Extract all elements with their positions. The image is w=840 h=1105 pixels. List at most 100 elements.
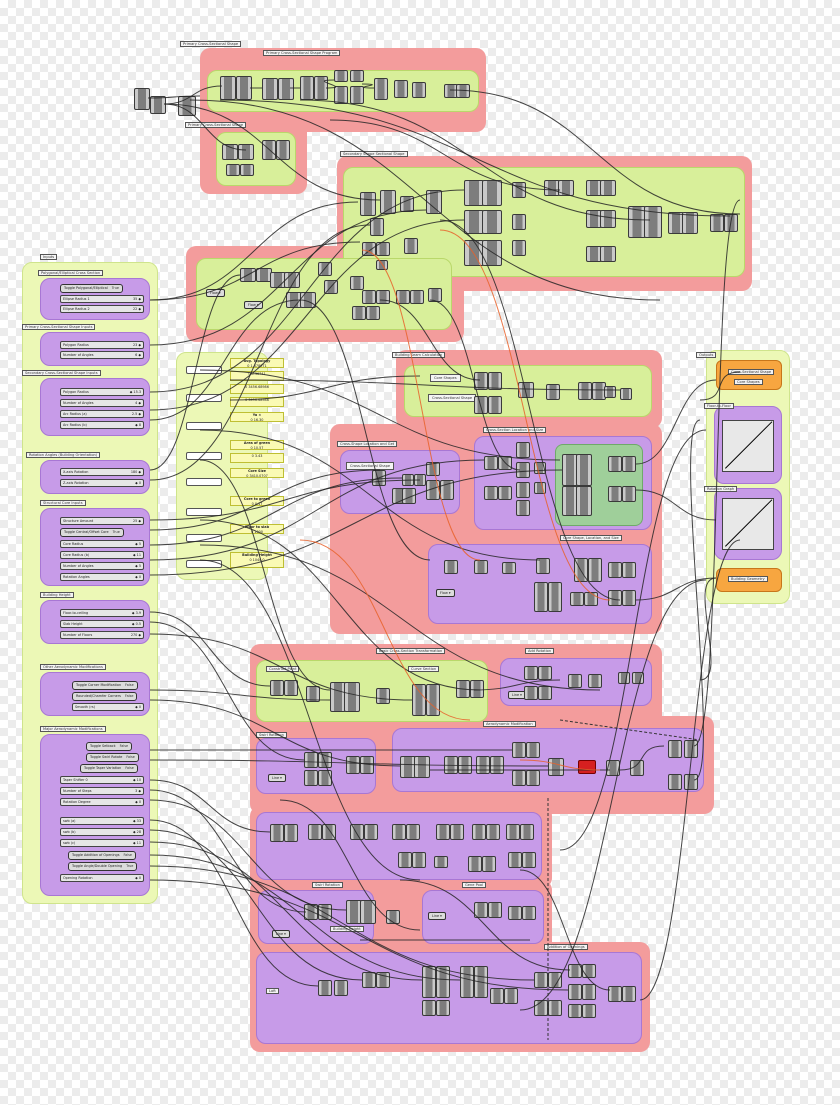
- component-node[interactable]: [622, 590, 636, 606]
- component-node[interactable]: [516, 500, 530, 516]
- component-node[interactable]: [262, 78, 278, 100]
- component-node[interactable]: [608, 562, 622, 578]
- component-node[interactable]: [684, 774, 698, 790]
- component-node[interactable]: [376, 290, 390, 304]
- component-node[interactable]: [402, 488, 416, 504]
- component-node[interactable]: [474, 902, 488, 918]
- component-node[interactable]: [534, 482, 546, 494]
- component-node[interactable]: [366, 306, 380, 320]
- component-node[interactable]: [392, 824, 406, 840]
- component-node[interactable]: [668, 740, 682, 758]
- component-node[interactable]: [470, 680, 484, 698]
- param-node[interactable]: [186, 366, 222, 374]
- component-node[interactable]: [428, 288, 442, 302]
- component-node[interactable]: [436, 824, 450, 840]
- param-node[interactable]: [186, 534, 222, 542]
- input-block-2[interactable]: [40, 332, 150, 366]
- component-node[interactable]: [400, 196, 414, 212]
- component-node[interactable]: [350, 276, 364, 290]
- component-node[interactable]: [300, 76, 314, 100]
- component-node[interactable]: [222, 144, 238, 160]
- component-node[interactable]: [150, 96, 166, 114]
- component-node[interactable]: [608, 590, 622, 606]
- graph-mapper[interactable]: [722, 420, 774, 472]
- component-node[interactable]: [622, 486, 636, 502]
- slider-input[interactable]: Arc Radius (b)◆ 8: [60, 421, 144, 429]
- component-node[interactable]: [334, 70, 348, 82]
- component-node[interactable]: [622, 986, 636, 1002]
- component-node[interactable]: [426, 190, 442, 214]
- component-node[interactable]: [512, 770, 526, 786]
- component-node[interactable]: [710, 214, 724, 232]
- component-node[interactable]: [484, 456, 498, 470]
- component-node[interactable]: [682, 212, 698, 234]
- component-node[interactable]: [456, 680, 470, 698]
- slider-input[interactable]: Z-axis Rotation◆ 0: [60, 479, 144, 487]
- component-node[interactable]: [534, 462, 546, 474]
- component-node[interactable]: [410, 290, 424, 304]
- slider-input[interactable]: Arc Radius (a)2.5 ◆: [60, 410, 144, 418]
- component-node[interactable]: [568, 1004, 582, 1018]
- component-node[interactable]: [464, 180, 484, 206]
- component-node[interactable]: [576, 486, 592, 516]
- param-node[interactable]: [186, 422, 222, 430]
- component-node[interactable]: [374, 78, 388, 100]
- component-node[interactable]: [644, 206, 662, 238]
- component-node[interactable]: [396, 290, 410, 304]
- component-node[interactable]: [534, 1000, 548, 1016]
- component-node[interactable]: [318, 262, 332, 276]
- component-node[interactable]: [508, 906, 522, 920]
- component-node[interactable]: [482, 210, 502, 234]
- component-node[interactable]: [412, 82, 426, 98]
- error-component-node[interactable]: [578, 760, 596, 774]
- component-node[interactable]: [352, 306, 366, 320]
- component-node[interactable]: [346, 756, 360, 774]
- component-node[interactable]: [276, 140, 290, 160]
- component-node[interactable]: [484, 486, 498, 500]
- component-node[interactable]: [506, 824, 520, 840]
- component-node[interactable]: [522, 906, 536, 920]
- component-node[interactable]: [584, 592, 598, 606]
- component-node[interactable]: [476, 756, 490, 774]
- component-node[interactable]: [498, 486, 512, 500]
- component-node[interactable]: [582, 1004, 596, 1018]
- component-node[interactable]: [324, 280, 338, 294]
- component-node[interactable]: [526, 770, 540, 786]
- component-node[interactable]: [632, 672, 644, 684]
- component-node[interactable]: [412, 684, 426, 716]
- param-node[interactable]: [186, 394, 222, 402]
- component-node[interactable]: [284, 680, 298, 696]
- component-node[interactable]: [386, 910, 400, 924]
- component-node[interactable]: [236, 76, 252, 100]
- param-construct-point[interactable]: Construct Point: [266, 666, 300, 673]
- slider-input[interactable]: Rotation Angles◆ 0: [60, 573, 144, 581]
- component-node[interactable]: [578, 382, 592, 400]
- component-node[interactable]: [308, 824, 322, 840]
- param-loft[interactable]: Loft: [266, 988, 279, 995]
- component-node[interactable]: [270, 680, 284, 696]
- component-node[interactable]: [360, 192, 376, 216]
- component-node[interactable]: [574, 558, 588, 582]
- component-node[interactable]: [238, 144, 254, 160]
- component-node[interactable]: [604, 386, 616, 398]
- component-node[interactable]: [178, 96, 196, 116]
- component-node[interactable]: [376, 260, 388, 270]
- component-node[interactable]: [622, 456, 636, 472]
- slider-input[interactable]: Rotation Degree◆ 0: [60, 798, 144, 806]
- component-node[interactable]: [576, 454, 592, 486]
- component-node[interactable]: [490, 756, 504, 774]
- component-node[interactable]: [482, 856, 496, 872]
- component-node[interactable]: [518, 382, 534, 398]
- value-list[interactable]: Flow ▾: [206, 289, 225, 297]
- component-node[interactable]: [600, 210, 616, 228]
- component-node[interactable]: [512, 214, 526, 230]
- component-node[interactable]: [278, 78, 294, 100]
- component-node[interactable]: [536, 558, 550, 574]
- component-node[interactable]: [460, 966, 474, 998]
- param-building-height[interactable]: Building Height: [330, 926, 364, 933]
- component-node[interactable]: [370, 218, 384, 236]
